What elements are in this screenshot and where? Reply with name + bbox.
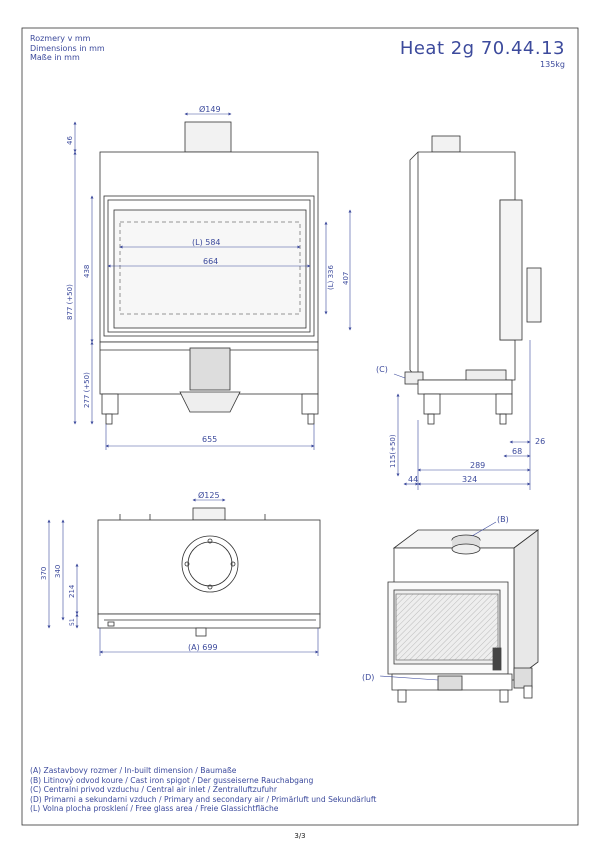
side-view [404,135,542,425]
dimension-units-note: Rozmery v mm Dimensions in mm Maße in mm [30,34,105,63]
side-leg-height: 115(+50) [389,434,397,468]
top-depth-340: 340 [54,565,62,578]
side-dim-289: 289 [470,461,485,470]
iso-view [387,529,540,703]
side-dim-68: 68 [512,447,522,456]
front-flue-diameter: Ø149 [199,104,221,114]
front-door-width: 664 [203,257,218,266]
product-title: Heat 2g 70.44.13 [399,38,565,59]
top-dim-51: 51 [69,618,76,626]
front-overall-width: 655 [202,435,217,444]
top-built-in-width: (A) 699 [188,643,218,652]
product-weight: 135kg [540,60,565,69]
side-dimensions [393,340,531,490]
units-en: Dimensions in mm [30,43,105,53]
front-dimensions [73,112,352,450]
front-door-height: 407 [342,272,350,285]
units-de: Maße in mm [30,53,80,62]
iso-callout-b: (B) [497,515,509,524]
side-dim-26: 26 [535,437,545,446]
iso-callout-d: (D) [362,673,374,682]
front-top-offset: 46 [66,136,74,145]
front-glass-height: 438 [83,265,91,278]
side-dim-44: 44 [408,475,418,484]
legend-item-a: (A) Zastavbovy rozmer / In-built dimensi… [30,766,237,775]
front-total-height: 877 (+50) [66,284,74,320]
front-view [99,121,319,425]
legend-item-b: (B) Litinový odvod koure / Cast iron spi… [30,775,314,785]
side-callout-c: (C) [376,365,388,374]
front-visible-width: (L) 584 [192,238,221,247]
top-view [97,507,321,637]
top-dim-214: 214 [68,584,76,598]
top-spigot-diameter: Ø125 [198,490,220,500]
side-dim-324: 324 [462,475,477,484]
legend: (A) Zastavbovy rozmer / In-built dimensi… [30,766,376,814]
iso-callout-lines [379,521,497,681]
units-cz: Rozmery v mm [30,34,91,43]
sheet-border [21,27,579,826]
front-base-height: 277 (+50) [83,372,91,408]
front-visible-height: (L) 336 [327,265,335,290]
page-number: 3/3 [294,832,306,840]
legend-item-d: (D) Primarni a sekundarni vzduch / Prima… [30,794,377,804]
legend-item-l: (L) Volna plocha prosklení / Free glass … [30,804,279,814]
top-dimensions [47,498,319,656]
top-depth-370: 370 [40,567,48,580]
legend-item-c: (C) Centralni privod vzduchu / Central a… [30,785,277,795]
